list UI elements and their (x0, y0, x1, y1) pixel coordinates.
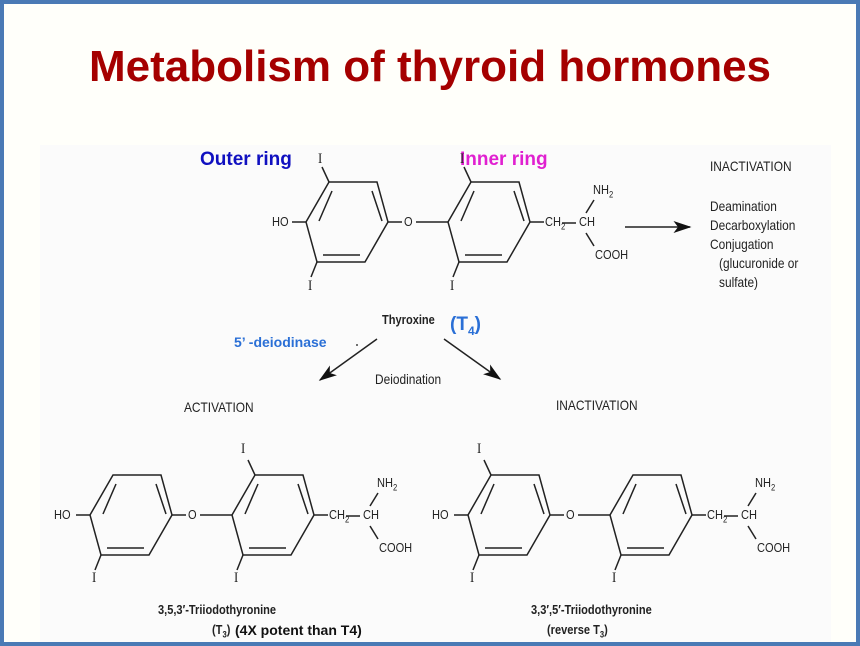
inactivation-item-glucuronide: (glucuronide or (719, 255, 799, 271)
rt3-ether-oxygen: O (566, 507, 575, 522)
t3-amine: NH2 (377, 475, 398, 493)
t3-hydroxyl: HO (54, 507, 71, 522)
t4-iodine-3: I (460, 151, 465, 167)
rt3-hydroxyl: HO (432, 507, 449, 522)
deiodination-label: Deiodination (375, 371, 442, 387)
t4-ether-oxygen: O (404, 214, 413, 229)
t4-iodine-5prime: I (308, 278, 313, 294)
t3-potency-note: (4X potent than T4) (235, 622, 362, 638)
inner-ring-label: Inner ring (460, 149, 548, 170)
t4-carboxyl: COOH (595, 247, 629, 262)
activation-heading: ACTIVATION (184, 399, 254, 415)
t4-outer-ring (318, 190, 383, 256)
metabolism-figure: Outer ring Inner ring I I I I HO O CH2 C… (40, 145, 831, 642)
inactivation-item-sulfate: sulfate) (719, 274, 759, 290)
t4-amine: NH2 (593, 182, 614, 200)
t4-iodine-3prime: I (318, 151, 323, 167)
page-title: Metabolism of thyroid hormones (88, 42, 772, 91)
t3-iodine-3prime: I (92, 570, 97, 586)
t3-alpha-carbon: CH (363, 507, 379, 522)
t4-alpha-carbon: CH (579, 214, 595, 229)
t3-name: 3,5,3′-Triiodothyronine (158, 602, 277, 617)
deiodinase-label: 5’ -deiodinase (234, 334, 327, 350)
t3-carboxyl: COOH (379, 540, 413, 555)
inactivation-heading-top: INACTIVATION (710, 158, 792, 174)
rt3-amine: NH2 (755, 475, 776, 493)
t3-iodine-5: I (234, 570, 239, 586)
t4-methylene: CH2 (545, 214, 566, 232)
rt3-iodine-3: I (612, 570, 617, 586)
t3-ether-oxygen: O (188, 507, 197, 522)
t3-methylene: CH2 (329, 507, 350, 525)
slide: Metabolism of thyroid hormones (4, 4, 856, 642)
molecule-diagram (76, 166, 757, 571)
t4-tag: (T4) (450, 314, 481, 338)
rt3-abbrev: (reverse T3) (547, 622, 608, 640)
t4-hydroxyl: HO (272, 214, 289, 229)
inactivation-item-decarboxylation: Decarboxylation (710, 217, 796, 233)
inactivation-item-deamination: Deamination (710, 198, 777, 214)
t3-iodine-3: I (241, 441, 246, 457)
t3-abbrev: (T3) (212, 622, 231, 640)
rt3-name: 3,3′,5′-Triiodothyronine (531, 602, 652, 617)
thyroxine-label: Thyroxine (382, 312, 435, 327)
inactivation-item-conjugation: Conjugation (710, 236, 774, 252)
inactivation-heading-bottom: INACTIVATION (556, 397, 638, 413)
t4-iodine-5: I (450, 278, 455, 294)
outer-ring-label: Outer ring (200, 149, 292, 170)
rt3-iodine-5prime: I (470, 570, 475, 586)
rt3-carboxyl: COOH (757, 540, 791, 555)
rt3-alpha-carbon: CH (741, 507, 757, 522)
rt3-methylene: CH2 (707, 507, 728, 525)
rt3-iodine-3prime: I (477, 441, 482, 457)
